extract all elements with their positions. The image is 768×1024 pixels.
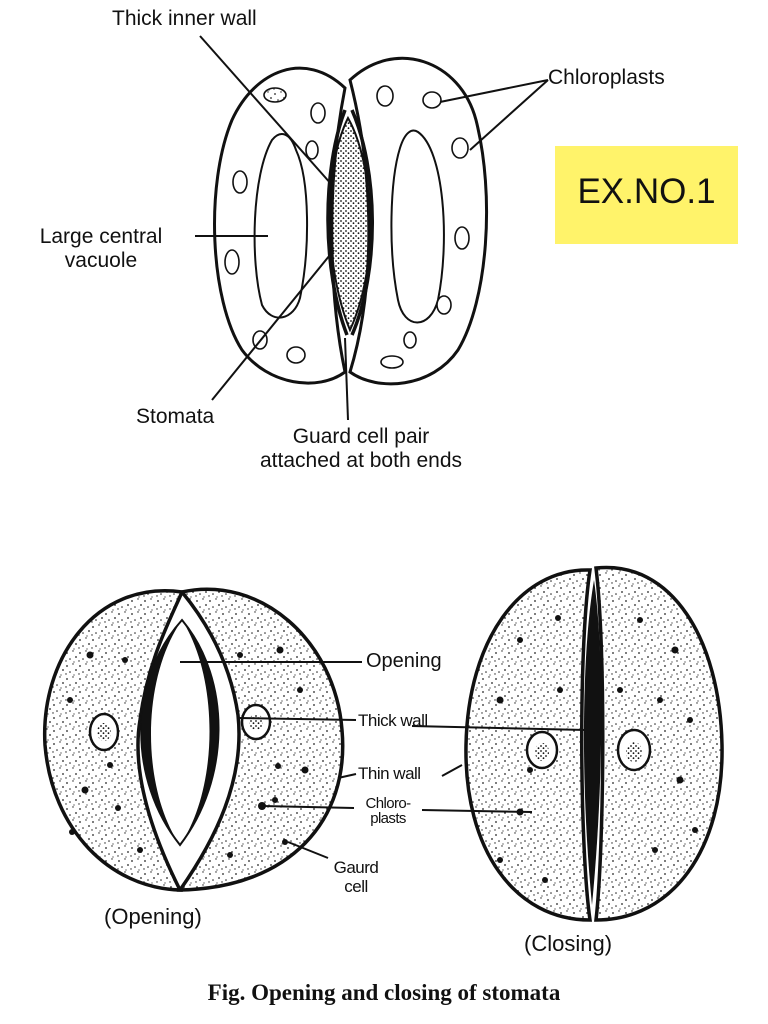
label-stomata: Stomata — [136, 405, 215, 428]
label-thick-inner-wall: Thick inner wall — [112, 7, 257, 30]
top-stomatal-pore — [328, 115, 372, 333]
label-large-central-vacuole: Large central vacuole — [39, 225, 163, 272]
bottom-closing-stoma — [464, 565, 724, 922]
bottom-leader-lines — [180, 661, 587, 859]
top-left-vacuole — [253, 133, 309, 319]
top-guard-cell-pair — [195, 35, 549, 421]
top-leader-lines — [195, 35, 549, 421]
label-thick-wall: Thick wall — [358, 711, 428, 730]
exercise-number-badge: EX.NO.1 — [555, 146, 738, 244]
opening-right-guard-cell — [176, 587, 345, 892]
label-guard-cell-pair: Guard cell pair attached at both ends — [260, 425, 462, 472]
bottom-opening-stoma — [42, 587, 345, 892]
label-closing-state: (Closing) — [524, 931, 613, 956]
label-chloroplasts-top: Chloroplasts — [548, 66, 665, 89]
closing-pore-slit — [583, 580, 602, 905]
label-opening-state: (Opening) — [104, 904, 202, 929]
top-right-vacuole — [390, 129, 445, 324]
figure-caption: Fig. Opening and closing of stomata — [207, 980, 561, 1005]
label-guard-cell: Gaurd cell — [333, 858, 379, 897]
label-chloroplasts-bottom: Chloro- plasts — [365, 795, 412, 827]
label-opening-pore: Opening — [366, 650, 442, 672]
label-thin-wall: Thin wall — [358, 764, 421, 783]
exercise-number-text: EX.NO.1 — [577, 172, 716, 211]
closing-right-guard-cell — [594, 565, 724, 922]
